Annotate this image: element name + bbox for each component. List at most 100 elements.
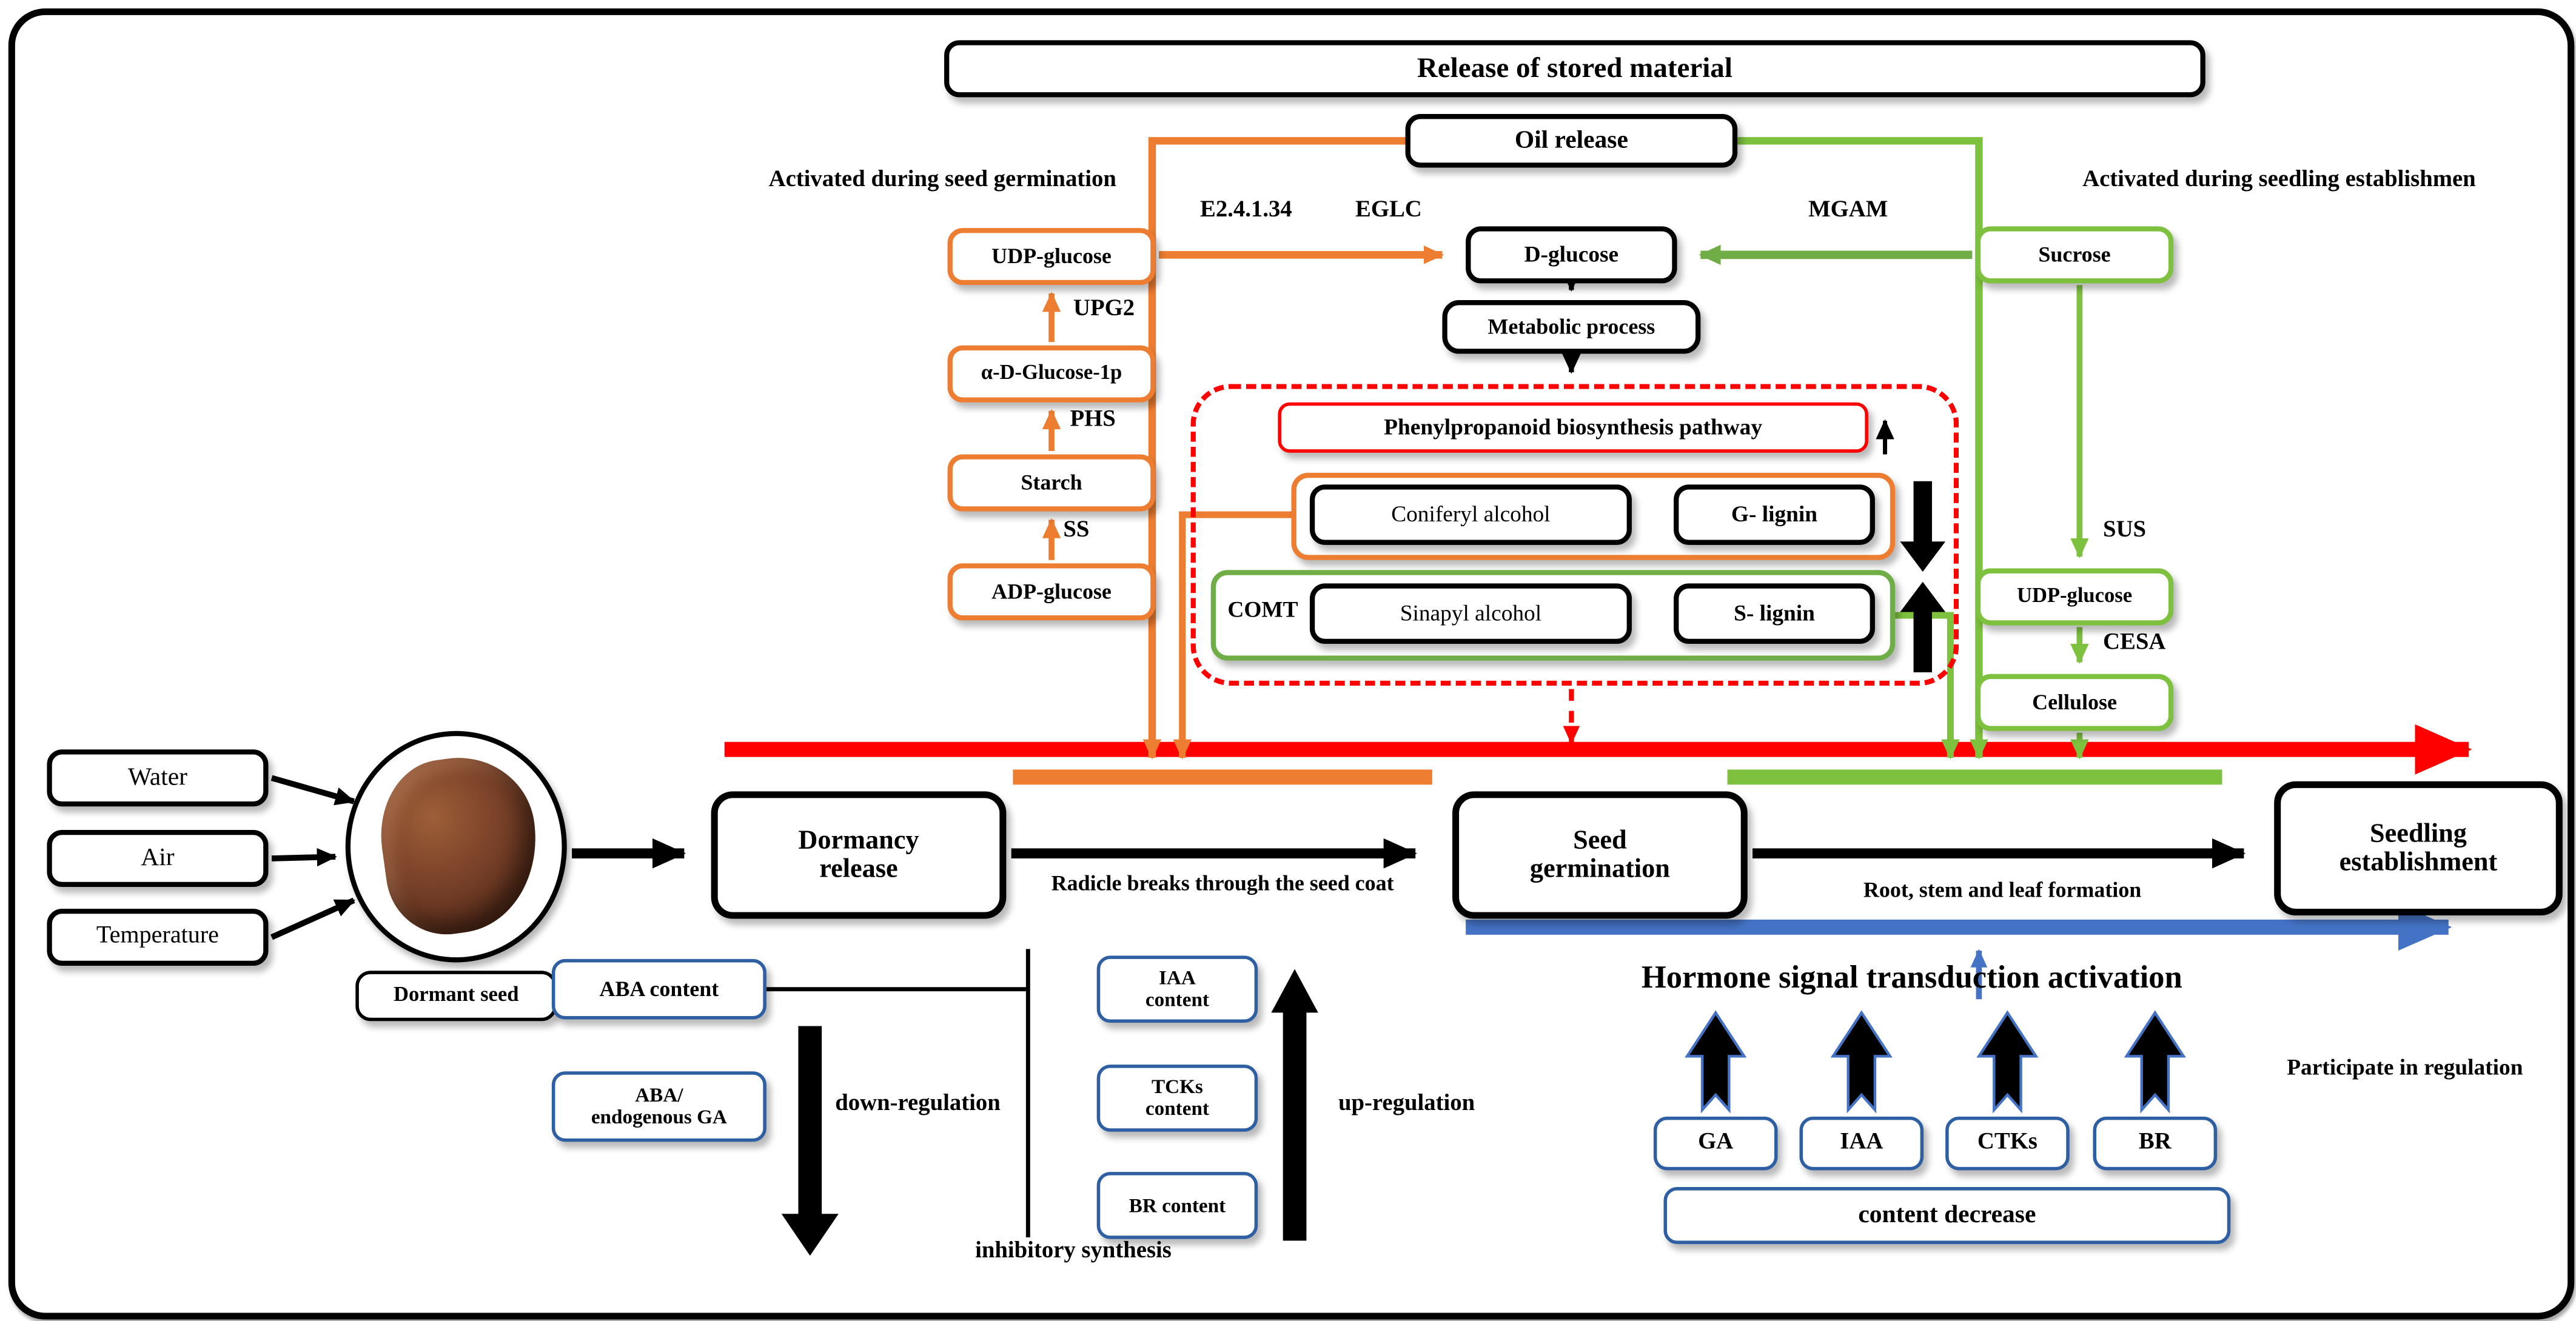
dormancy-release-text: Dormancy release	[798, 826, 919, 884]
cellulose-box: Cellulose	[1975, 674, 2174, 731]
sus-label: SUS	[2103, 518, 2147, 544]
br-box: BR	[2093, 1116, 2218, 1171]
ss-label: SS	[1063, 518, 1090, 544]
iaa-text: IAA	[1840, 1131, 1883, 1156]
udp-glucose-left-text: UDP-glucose	[991, 242, 1112, 269]
ctks-text: CTKs	[1977, 1131, 2038, 1156]
green-connectors	[1699, 137, 2089, 760]
eglc-label: EGLC	[1355, 198, 1422, 223]
oil-release-text: Oil release	[1514, 127, 1628, 155]
dormant-seed-label-box: Dormant seed	[355, 971, 557, 1022]
down-regulation-arrow	[781, 1026, 839, 1256]
br-content-text: BR content	[1129, 1192, 1226, 1217]
down-regulation-label: down-regulation	[835, 1091, 1001, 1117]
aba-endogenous-ga-box: ABA/ endogenous GA	[551, 1071, 766, 1142]
aba-content-text: ABA content	[599, 975, 719, 1002]
inhibitory-synthesis-label: inhibitory synthesis	[975, 1239, 1172, 1265]
seed-germination-box: Seed germination	[1452, 791, 1748, 919]
title-box: Release of stored material	[944, 40, 2205, 98]
hormone-up-arrows	[1685, 1010, 2186, 1114]
g-lignin-box: G- lignin	[1674, 484, 1875, 545]
seedling-section-label: Activated during seedling establishmen	[2082, 167, 2476, 193]
seedling-establishment-box: Seedling establishment	[2274, 781, 2563, 916]
glucose-1p-box: α-D-Glucose-1p	[947, 345, 1156, 403]
black-connectors	[270, 272, 2246, 1238]
temperature-box: Temperature	[47, 908, 269, 966]
comt-label: COMT	[1227, 597, 1298, 623]
air-text: Air	[141, 844, 175, 872]
ctks-up-arrow	[1976, 1010, 2039, 1114]
br-text: BR	[2138, 1131, 2172, 1156]
metabolic-process-box: Metabolic process	[1442, 300, 1701, 354]
oil-release-box: Oil release	[1405, 114, 1738, 168]
udp-glucose-right-text: UDP-glucose	[2016, 584, 2133, 607]
ga-up-arrow	[1685, 1010, 1747, 1114]
sucrose-box: Sucrose	[1975, 226, 2174, 284]
s-lignin-text: S- lignin	[1734, 600, 1815, 625]
phenylpropanoid-pathway-text: Phenylpropanoid biosynthesis pathway	[1384, 413, 1763, 439]
tcks-content-box: TCKs content	[1096, 1065, 1258, 1132]
ga-box: GA	[1653, 1116, 1778, 1171]
content-decrease-text: content decrease	[1858, 1202, 2036, 1229]
radicle-label: Radicle breaks through the seed coat	[1051, 870, 1394, 895]
dormant-seed-text: Dormant seed	[394, 983, 519, 1007]
cesa-label: CESA	[2103, 630, 2166, 656]
sinapyl-alcohol-box: Sinapyl alcohol	[1309, 583, 1632, 644]
water-box: Water	[47, 749, 269, 807]
ga-text: GA	[1698, 1131, 1734, 1156]
orange-phase-bar	[1013, 769, 1432, 785]
iaa-content-text: IAA content	[1145, 966, 1209, 1011]
br-content-box: BR content	[1096, 1172, 1258, 1239]
coniferyl-alcohol-text: Coniferyl alcohol	[1391, 501, 1551, 526]
coniferyl-alcohol-box: Coniferyl alcohol	[1309, 484, 1632, 545]
glucose-1p-text: α-D-Glucose-1p	[981, 361, 1122, 385]
orange-connectors	[1042, 137, 1444, 760]
iaa-box: IAA	[1799, 1116, 1924, 1171]
metabolic-process-text: Metabolic process	[1488, 313, 1655, 339]
adp-glucose-box: ADP-glucose	[947, 563, 1156, 621]
sucrose-text: Sucrose	[2038, 241, 2111, 267]
adp-glucose-text: ADP-glucose	[991, 578, 1112, 604]
root-stem-leaf-label: Root, stem and leaf formation	[1863, 877, 2142, 902]
up-regulation-arrow	[1271, 969, 1318, 1241]
aba-content-box: ABA content	[551, 958, 766, 1020]
d-glucose-text: D-glucose	[1524, 241, 1619, 266]
iaa-content-box: IAA content	[1096, 955, 1258, 1023]
up-regulation-label: up-regulation	[1338, 1091, 1475, 1117]
s-lignin-box: S- lignin	[1674, 583, 1875, 644]
seed-germination-text: Seed germination	[1529, 826, 1670, 884]
phenylpropanoid-dashed-region	[1190, 384, 1959, 686]
air-box: Air	[47, 829, 269, 888]
br-up-arrow	[2124, 1010, 2186, 1114]
ctks-box: CTKs	[1945, 1116, 2070, 1171]
tcks-content-text: TCKs content	[1145, 1074, 1209, 1120]
upg2-label: UPG2	[1073, 296, 1135, 322]
water-text: Water	[127, 764, 187, 792]
starch-text: Starch	[1021, 469, 1082, 495]
g-lignin-down-arrow	[1900, 481, 1946, 572]
mgam-label: MGAM	[1808, 198, 1888, 223]
content-decrease-box: content decrease	[1663, 1187, 2231, 1245]
seedling-establishment-text: Seedling establishment	[2339, 819, 2498, 877]
phenylpropanoid-pathway-box: Phenylpropanoid biosynthesis pathway	[1278, 402, 1868, 453]
seed-germination-section-label: Activated during seed germination	[768, 167, 1116, 193]
aba-ga-line1: ABA/	[635, 1083, 683, 1107]
hormone-heading: Hormone signal transduction activation	[1641, 960, 2182, 996]
dormancy-release-box: Dormancy release	[711, 791, 1007, 919]
d-glucose-box: D-glucose	[1466, 226, 1677, 284]
phase-timelines	[724, 724, 2472, 951]
iaa-up-arrow	[1830, 1010, 1893, 1114]
cellulose-text: Cellulose	[2032, 689, 2117, 715]
temperature-text: Temperature	[96, 922, 219, 949]
phs-label: PHS	[1070, 407, 1116, 433]
g-lignin-text: G- lignin	[1731, 501, 1818, 526]
udp-glucose-right-box: UDP-glucose	[1975, 568, 2174, 626]
participate-label: Participate in regulation	[2287, 1054, 2523, 1080]
green-phase-bar	[1727, 769, 2222, 785]
udp-glucose-left-box: UDP-glucose	[947, 228, 1156, 286]
s-lignin-up-arrow	[1900, 581, 1946, 673]
title-text: Release of stored material	[1417, 52, 1732, 84]
e-number-label: E2.4.1.34	[1200, 198, 1292, 223]
